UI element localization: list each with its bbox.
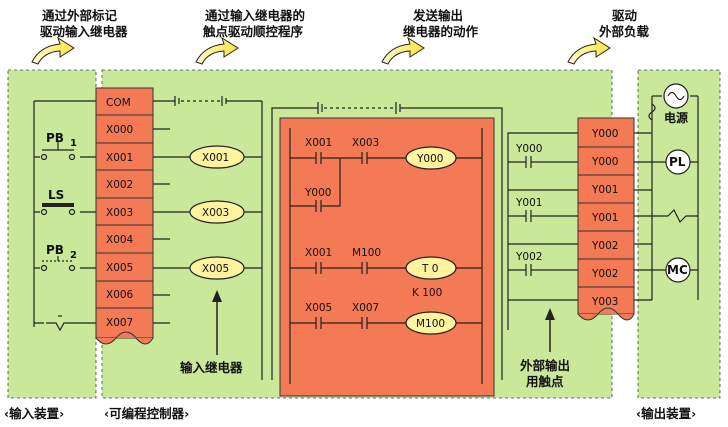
magnetic-contactor-icon	[665, 257, 691, 283]
rung-1	[290, 152, 482, 212]
input-relay-x005-label: X005	[202, 263, 229, 275]
output-contact-arrow	[545, 308, 555, 352]
input-device-panel	[8, 70, 96, 398]
input-terminal-x005: X005	[106, 262, 133, 274]
input-terminal-x002: X002	[106, 179, 133, 191]
input-terminal-block	[95, 87, 154, 345]
pushbutton-pb2-icon	[40, 256, 80, 272]
header-arrows	[31, 36, 611, 65]
rung-4	[290, 317, 482, 329]
rung1-contact-x003: X003	[352, 137, 379, 149]
program-block	[279, 117, 495, 397]
coil-t0	[405, 256, 457, 280]
input-terminal-x003: X003	[106, 207, 133, 219]
output-terminal-y003: Y003	[591, 296, 618, 308]
input-terminal-x006: X006	[106, 289, 134, 301]
ls-label: LS	[48, 188, 64, 202]
output-terminal-block	[577, 117, 635, 321]
output-terminal-y001-b: Y001	[591, 212, 618, 224]
rung-3	[290, 262, 482, 274]
limit-switch-ls-icon	[40, 203, 80, 216]
input-terminal-com: COM	[106, 97, 131, 109]
input-relay-x001	[189, 145, 245, 169]
power-label: 电源	[664, 110, 688, 125]
input-terminal-x001: X001	[106, 152, 133, 164]
output-terminal-y000-b: Y000	[591, 156, 618, 168]
coil-m100	[405, 311, 457, 335]
rung4-contact-x007: X007	[352, 302, 379, 314]
magnetic-contactor-label: MC	[667, 263, 688, 277]
input-relay-x003-label: X003	[202, 207, 229, 219]
input-terminal-x007: X007	[106, 317, 133, 329]
pb1-subscript: 1	[70, 138, 77, 149]
output-terminal-y002-a: Y002	[591, 240, 618, 252]
header-2-line1: 通过输入继电器的	[205, 8, 305, 23]
input-relay-caption: 输入继电器	[180, 360, 243, 375]
output-terminal-y001-a: Y001	[591, 184, 618, 196]
output-contact-y000: Y000	[515, 143, 542, 155]
footer-input-device: ‹输入装置›	[4, 406, 64, 421]
input-relay-x003	[189, 200, 245, 224]
output-contact-caption-line1: 外部输出	[519, 358, 570, 373]
rung4-coil-label: M100	[416, 318, 445, 330]
header-3-line2: 继电器的动作	[403, 24, 479, 39]
output-contact-caption-line2: 用触点	[525, 374, 564, 389]
pb2-subscript: 2	[70, 250, 77, 261]
input-relay-x005	[189, 256, 245, 280]
output-contact-y001: Y001	[515, 197, 542, 209]
header-2-line2: 触点驱动顺控程序	[202, 24, 304, 39]
input-relay-arrow	[212, 290, 222, 355]
rung3-constant: K 100	[412, 287, 442, 299]
input-relay-x001-label: X001	[202, 152, 229, 164]
rung1-coil-label: Y000	[416, 153, 443, 165]
header-4-line2: 外部负载	[598, 24, 650, 39]
ac-power-source-icon	[663, 83, 689, 109]
rung4-contact-x005: X005	[305, 302, 332, 314]
pilot-lamp-icon	[665, 149, 691, 175]
header-1-line2: 驱动输入继电器	[40, 24, 128, 39]
sensor-contact-icon	[44, 315, 74, 332]
fuse-icon	[648, 103, 656, 121]
input-terminal-x000: X000	[106, 124, 133, 136]
rung3-coil-label: T 0	[421, 263, 438, 275]
header-4-line1: 驱动	[612, 8, 638, 23]
pushbutton-pb1-icon	[40, 142, 80, 161]
rung1-contact-x001: X001	[305, 137, 332, 149]
rung2-contact-y000: Y000	[304, 187, 331, 199]
output-terminal-y000-a: Y000	[591, 128, 618, 140]
rung3-contact-x001: X001	[305, 247, 332, 259]
pilot-lamp-label: PL	[669, 155, 686, 169]
output-terminal-y002-b: Y002	[591, 268, 618, 280]
coil-y000	[405, 146, 457, 170]
output-contact-wiring	[507, 132, 578, 330]
pb2-label: PB	[46, 243, 64, 257]
input-relay-wiring	[153, 101, 263, 380]
com-power-line	[153, 96, 262, 106]
pb1-label: PB	[46, 131, 64, 145]
footer-output-device: ‹输出装置›	[636, 406, 696, 421]
program-power-rails	[271, 102, 503, 384]
output-contact-y002: Y002	[515, 251, 542, 263]
header-1-line1: 通过外部标记	[42, 8, 118, 23]
header-3-line1: 发送输出	[412, 8, 463, 23]
rung3-contact-m100: M100	[352, 247, 381, 259]
input-terminal-x004: X004	[106, 234, 134, 246]
footer-plc: ‹可编程控制器›	[104, 406, 189, 421]
